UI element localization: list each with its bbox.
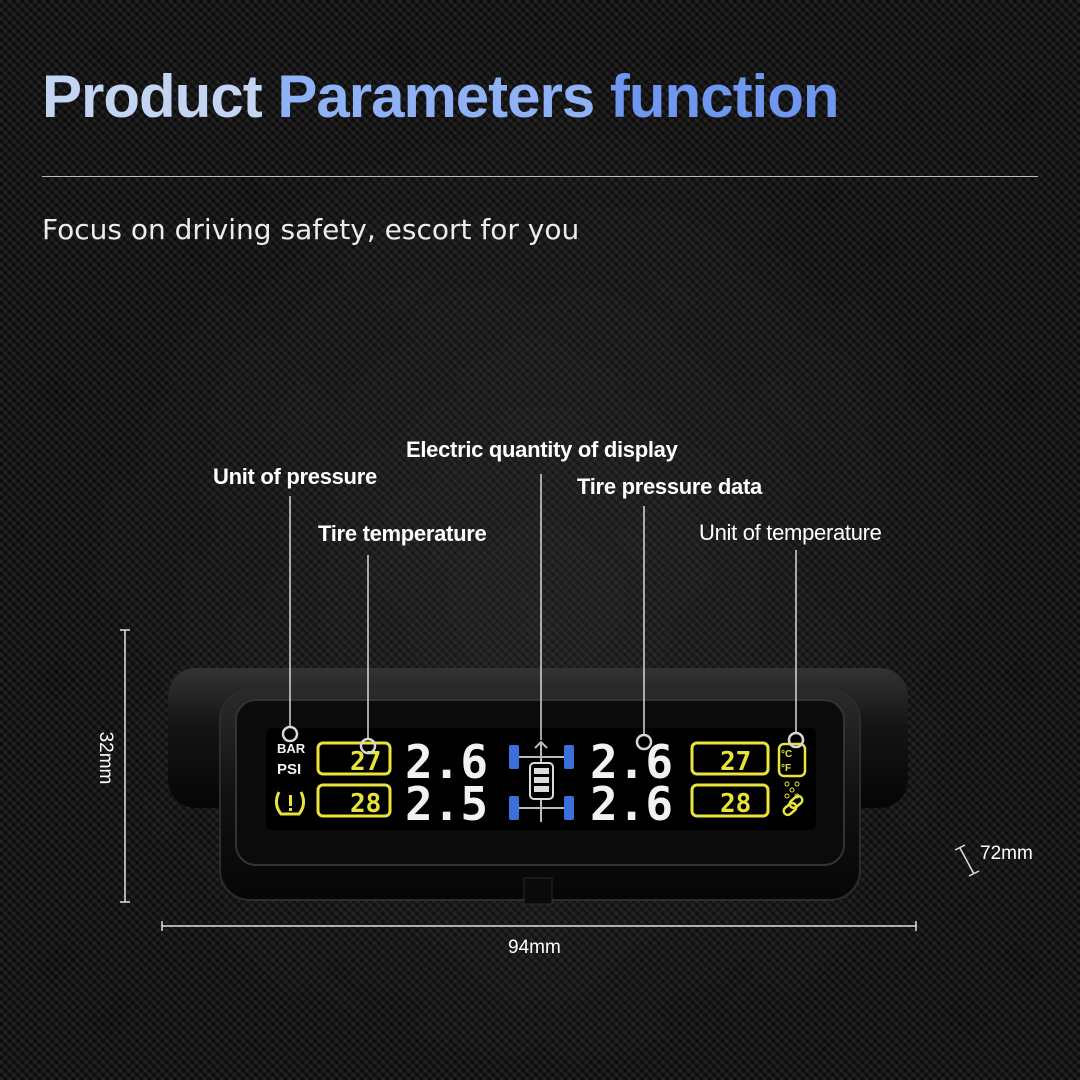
depth-dimension-label: 72mm [980, 843, 1033, 864]
callout-tire-temperature: Tire temperature [318, 521, 487, 546]
lcd-contents: BAR PSI 27 28 2.6 2.5 [274, 735, 807, 831]
temp-rear-left: 28 [350, 789, 381, 819]
unit-psi-text: PSI [277, 761, 301, 778]
callout-unit-of-temperature: Unit of temperature [699, 520, 882, 545]
marker-unit-of-pressure [281, 725, 299, 743]
unit-bar-text: BAR [277, 741, 306, 756]
marker-tire-temperature [359, 737, 377, 755]
car-battery-icon [509, 740, 574, 822]
temp-box-rear-left [316, 783, 392, 818]
temp-box-front-left [316, 741, 392, 776]
marker-unit-of-temperature [787, 731, 805, 749]
signal-link-icon [782, 794, 804, 817]
pressure-rear-left: 2.5 [405, 777, 488, 831]
height-dimension-label: 32mm [95, 732, 116, 785]
marker-tire-pressure-data [635, 733, 653, 751]
title-word-function: function [609, 63, 840, 130]
title-divider [42, 176, 1038, 177]
callout-lines [281, 474, 805, 755]
callout-electric-quantity: Electric quantity of display [406, 437, 678, 462]
width-dimension-label: 94mm [508, 937, 561, 958]
temp-rear-right: 28 [720, 789, 751, 819]
pressure-rear-right: 2.6 [590, 777, 673, 831]
temp-box-rear-right [690, 783, 770, 818]
page-title: Product Parameters function [42, 62, 840, 131]
temp-box-front-right [690, 741, 770, 776]
pressure-front-left: 2.6 [405, 735, 488, 789]
temp-unit-box [777, 742, 807, 778]
callout-tire-pressure-data: Tire pressure data [577, 474, 762, 499]
unit-celsius-text: °C [781, 749, 792, 760]
callout-unit-of-pressure: Unit of pressure [213, 464, 377, 489]
device-bottom-clip [523, 877, 553, 905]
tpms-warning-icon [274, 791, 306, 816]
depth-dimension-line [959, 847, 975, 875]
title-word-product: Product [42, 63, 263, 130]
pressure-front-right: 2.6 [590, 735, 673, 789]
subtitle: Focus on driving safety, escort for you [42, 213, 580, 246]
dimension-lines [120, 629, 980, 931]
temp-front-right: 27 [720, 747, 751, 777]
unit-fahrenheit-text: °F [781, 763, 791, 774]
title-word-parameters: Parameters [277, 63, 595, 130]
